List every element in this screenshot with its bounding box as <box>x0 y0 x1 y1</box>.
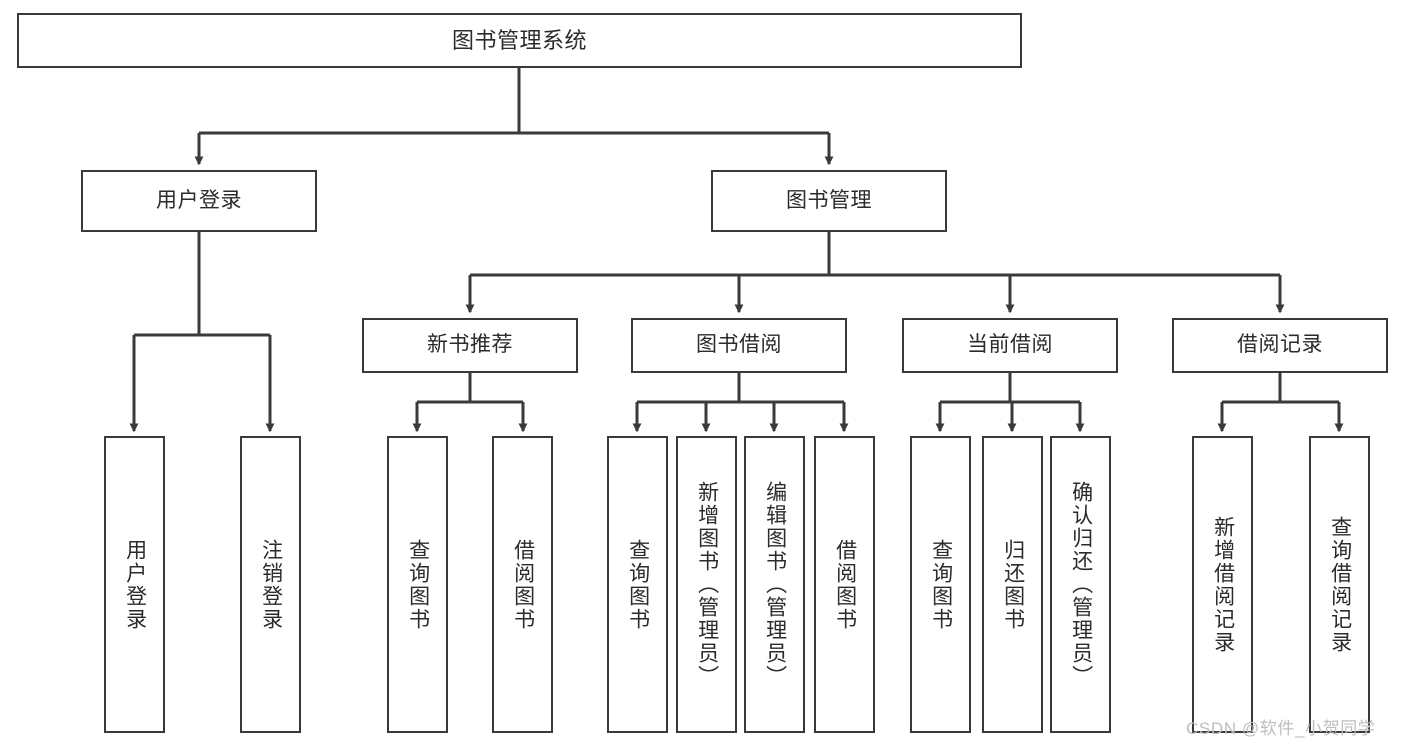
watermark: CSDN @软件_小贺同学 <box>1186 719 1376 738</box>
node-label: 图书管理 <box>786 188 872 212</box>
node-label: 借阅记录 <box>1237 333 1323 357</box>
node-label: 图书管理系统 <box>451 27 587 53</box>
node-label: 借阅图书 <box>833 538 857 631</box>
node-label: 当前借阅 <box>967 333 1053 357</box>
node-label: 图书借阅 <box>696 333 782 357</box>
leaf-new-book-borrow-book[interactable]: 借阅图书 <box>492 436 553 733</box>
node-label: 查询图书 <box>626 538 650 631</box>
node-new-book-recommend[interactable]: 新书推荐 <box>362 318 578 373</box>
leaf-borrow-record-query-record[interactable]: 查询借阅记录 <box>1309 436 1370 733</box>
node-label: 查询图书 <box>929 538 953 631</box>
node-label: 编辑图书（管理员） <box>763 481 787 688</box>
node-label: 用户登录 <box>123 538 147 631</box>
node-borrow-record[interactable]: 借阅记录 <box>1172 318 1388 373</box>
node-label: 新增图书（管理员） <box>695 481 719 688</box>
node-user-login[interactable]: 用户登录 <box>81 170 317 232</box>
leaf-current-borrow-confirm-return-admin[interactable]: 确认归还（管理员） <box>1050 436 1111 733</box>
leaf-book-borrow-edit-book-admin[interactable]: 编辑图书（管理员） <box>744 436 805 733</box>
node-label: 查询借阅记录 <box>1328 515 1352 654</box>
node-label: 查询图书 <box>406 538 430 631</box>
leaf-new-book-query-book[interactable]: 查询图书 <box>387 436 448 733</box>
leaf-current-borrow-return-book[interactable]: 归还图书 <box>982 436 1043 733</box>
node-label: 用户登录 <box>156 188 242 212</box>
node-book-management[interactable]: 图书管理 <box>711 170 947 232</box>
node-label: 新增借阅记录 <box>1211 515 1235 654</box>
node-book-borrow[interactable]: 图书借阅 <box>631 318 847 373</box>
leaf-user-login-signout[interactable]: 注销登录 <box>240 436 301 733</box>
node-label: 确认归还（管理员） <box>1069 481 1093 688</box>
node-label: 新书推荐 <box>427 333 513 357</box>
leaf-current-borrow-query-book[interactable]: 查询图书 <box>910 436 971 733</box>
leaf-user-login-signin[interactable]: 用户登录 <box>104 436 165 733</box>
node-current-borrow[interactable]: 当前借阅 <box>902 318 1118 373</box>
leaf-book-borrow-borrow-book[interactable]: 借阅图书 <box>814 436 875 733</box>
leaf-borrow-record-add-record[interactable]: 新增借阅记录 <box>1192 436 1253 733</box>
leaf-book-borrow-query-book[interactable]: 查询图书 <box>607 436 668 733</box>
node-label: 借阅图书 <box>511 538 535 631</box>
node-label: 归还图书 <box>1001 538 1025 631</box>
node-root-book-management-system[interactable]: 图书管理系统 <box>17 13 1022 68</box>
leaf-book-borrow-add-book-admin[interactable]: 新增图书（管理员） <box>676 436 737 733</box>
node-label: 注销登录 <box>259 538 283 631</box>
